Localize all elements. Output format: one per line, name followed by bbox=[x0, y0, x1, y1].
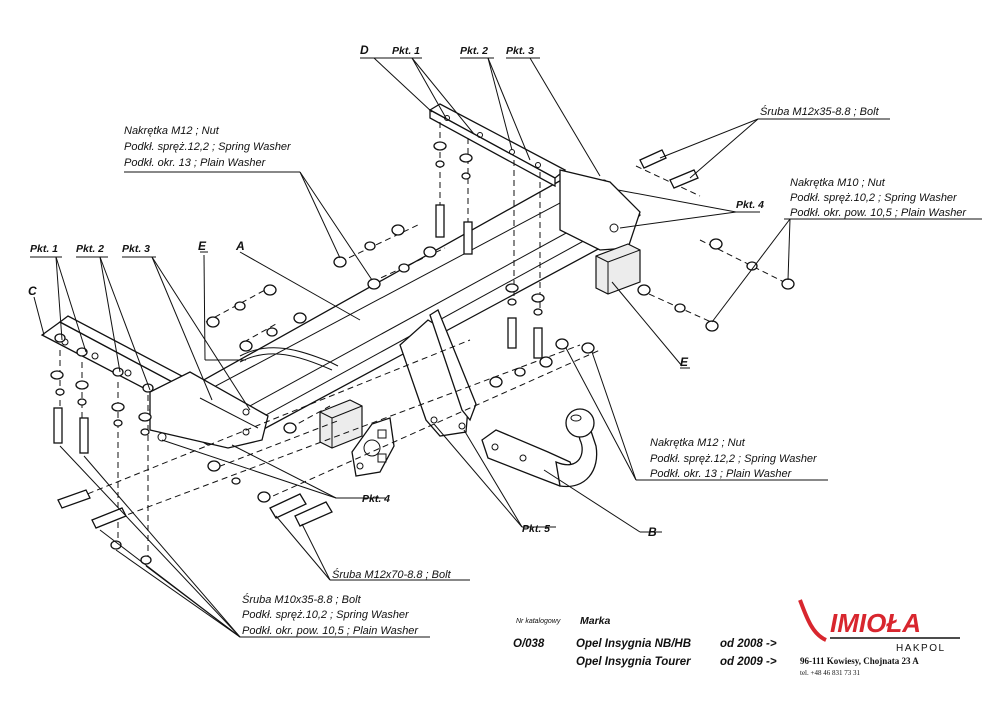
callout-nut-m12-top-2: Podkł. spręż.12,2 ; Spring Washer bbox=[124, 141, 292, 153]
label-a: A bbox=[235, 239, 245, 253]
catalog-number: O/038 bbox=[513, 638, 545, 650]
date-1: od 2008 -> bbox=[720, 638, 777, 650]
callout-bolt-m10x35-1: Śruba M10x35-8.8 ; Bolt bbox=[242, 593, 362, 606]
callout-nut-m12-right-3: Podkł. okr. 13 ; Plain Washer bbox=[650, 468, 793, 480]
callout-nut-m10-2: Podkł. spręż.10,2 ; Spring Washer bbox=[790, 192, 958, 204]
label-pkt1-top: Pkt. 1 bbox=[392, 45, 420, 57]
logo-text: IMIOŁA bbox=[830, 608, 921, 638]
logo-sub: HAKPOL bbox=[896, 643, 946, 654]
model-1: Opel Insygnia NB/HB bbox=[576, 638, 691, 650]
label-d: D bbox=[360, 43, 369, 57]
date-2: od 2009 -> bbox=[720, 656, 777, 668]
label-pkt4-left: Pkt. 4 bbox=[362, 493, 390, 505]
label-pkt1-left: Pkt. 1 bbox=[30, 243, 58, 255]
leader-lines bbox=[30, 57, 982, 638]
callout-nut-m12-right-2: Podkł. spręż.12,2 ; Spring Washer bbox=[650, 453, 818, 465]
label-e-right: E bbox=[680, 355, 689, 369]
label-pkt4-right: Pkt. 4 bbox=[736, 199, 764, 211]
bracket-d bbox=[428, 103, 567, 188]
label-pkt2-left: Pkt. 2 bbox=[76, 243, 104, 255]
callout-bolt-m12x35: Śruba M12x35-8.8 ; Bolt bbox=[760, 105, 880, 118]
left-side-plate bbox=[149, 371, 269, 449]
company-phone: tel. +48 46 831 73 31 bbox=[800, 669, 860, 677]
label-c: C bbox=[28, 284, 37, 298]
label-b: B bbox=[648, 525, 657, 539]
socket-plate bbox=[351, 417, 395, 477]
brand-label: Marka bbox=[580, 615, 611, 627]
ball-hook-b bbox=[481, 408, 598, 488]
model-2: Opel Insygnia Tourer bbox=[576, 656, 691, 668]
label-pkt3-top: Pkt. 3 bbox=[506, 45, 534, 57]
washers-nuts bbox=[50, 141, 795, 565]
label-e-left: E bbox=[198, 239, 207, 253]
bolts bbox=[53, 149, 699, 529]
label-pkt5: Pkt. 5 bbox=[522, 523, 550, 535]
catalog-number-label: Nr katalogowy bbox=[516, 618, 561, 625]
callout-bolt-m10x35-3: Podkł. okr. pow. 10,5 ; Plain Washer bbox=[242, 625, 419, 637]
company-logo: IMIOŁA HAKPOL bbox=[798, 599, 960, 654]
hanger-bracket bbox=[399, 309, 477, 437]
electric-box-left bbox=[319, 399, 363, 449]
callout-nut-m12-top-1: Nakrętka M12 ; Nut bbox=[124, 125, 220, 137]
bolt-paths bbox=[59, 122, 791, 560]
callout-nut-m10-3: Podkł. okr. pow. 10,5 ; Plain Washer bbox=[790, 207, 967, 219]
label-pkt3-left: Pkt. 3 bbox=[122, 243, 150, 255]
callout-nut-m10-1: Nakrętka M10 ; Nut bbox=[790, 177, 886, 189]
callout-nut-m12-right-1: Nakrętka M12 ; Nut bbox=[650, 437, 746, 449]
wire-harness bbox=[239, 347, 339, 367]
callout-bolt-m12x70: Śruba M12x70-8.8 ; Bolt bbox=[332, 568, 452, 581]
company-address: 96-111 Kowiesy, Chojnata 23 A bbox=[800, 656, 919, 666]
electric-box-right bbox=[595, 243, 641, 295]
label-pkt2-top: Pkt. 2 bbox=[460, 45, 488, 57]
callout-nut-m12-top-3: Podkł. okr. 13 ; Plain Washer bbox=[124, 157, 267, 169]
callout-bolt-m10x35-2: Podkł. spręż.10,2 ; Spring Washer bbox=[242, 609, 410, 621]
